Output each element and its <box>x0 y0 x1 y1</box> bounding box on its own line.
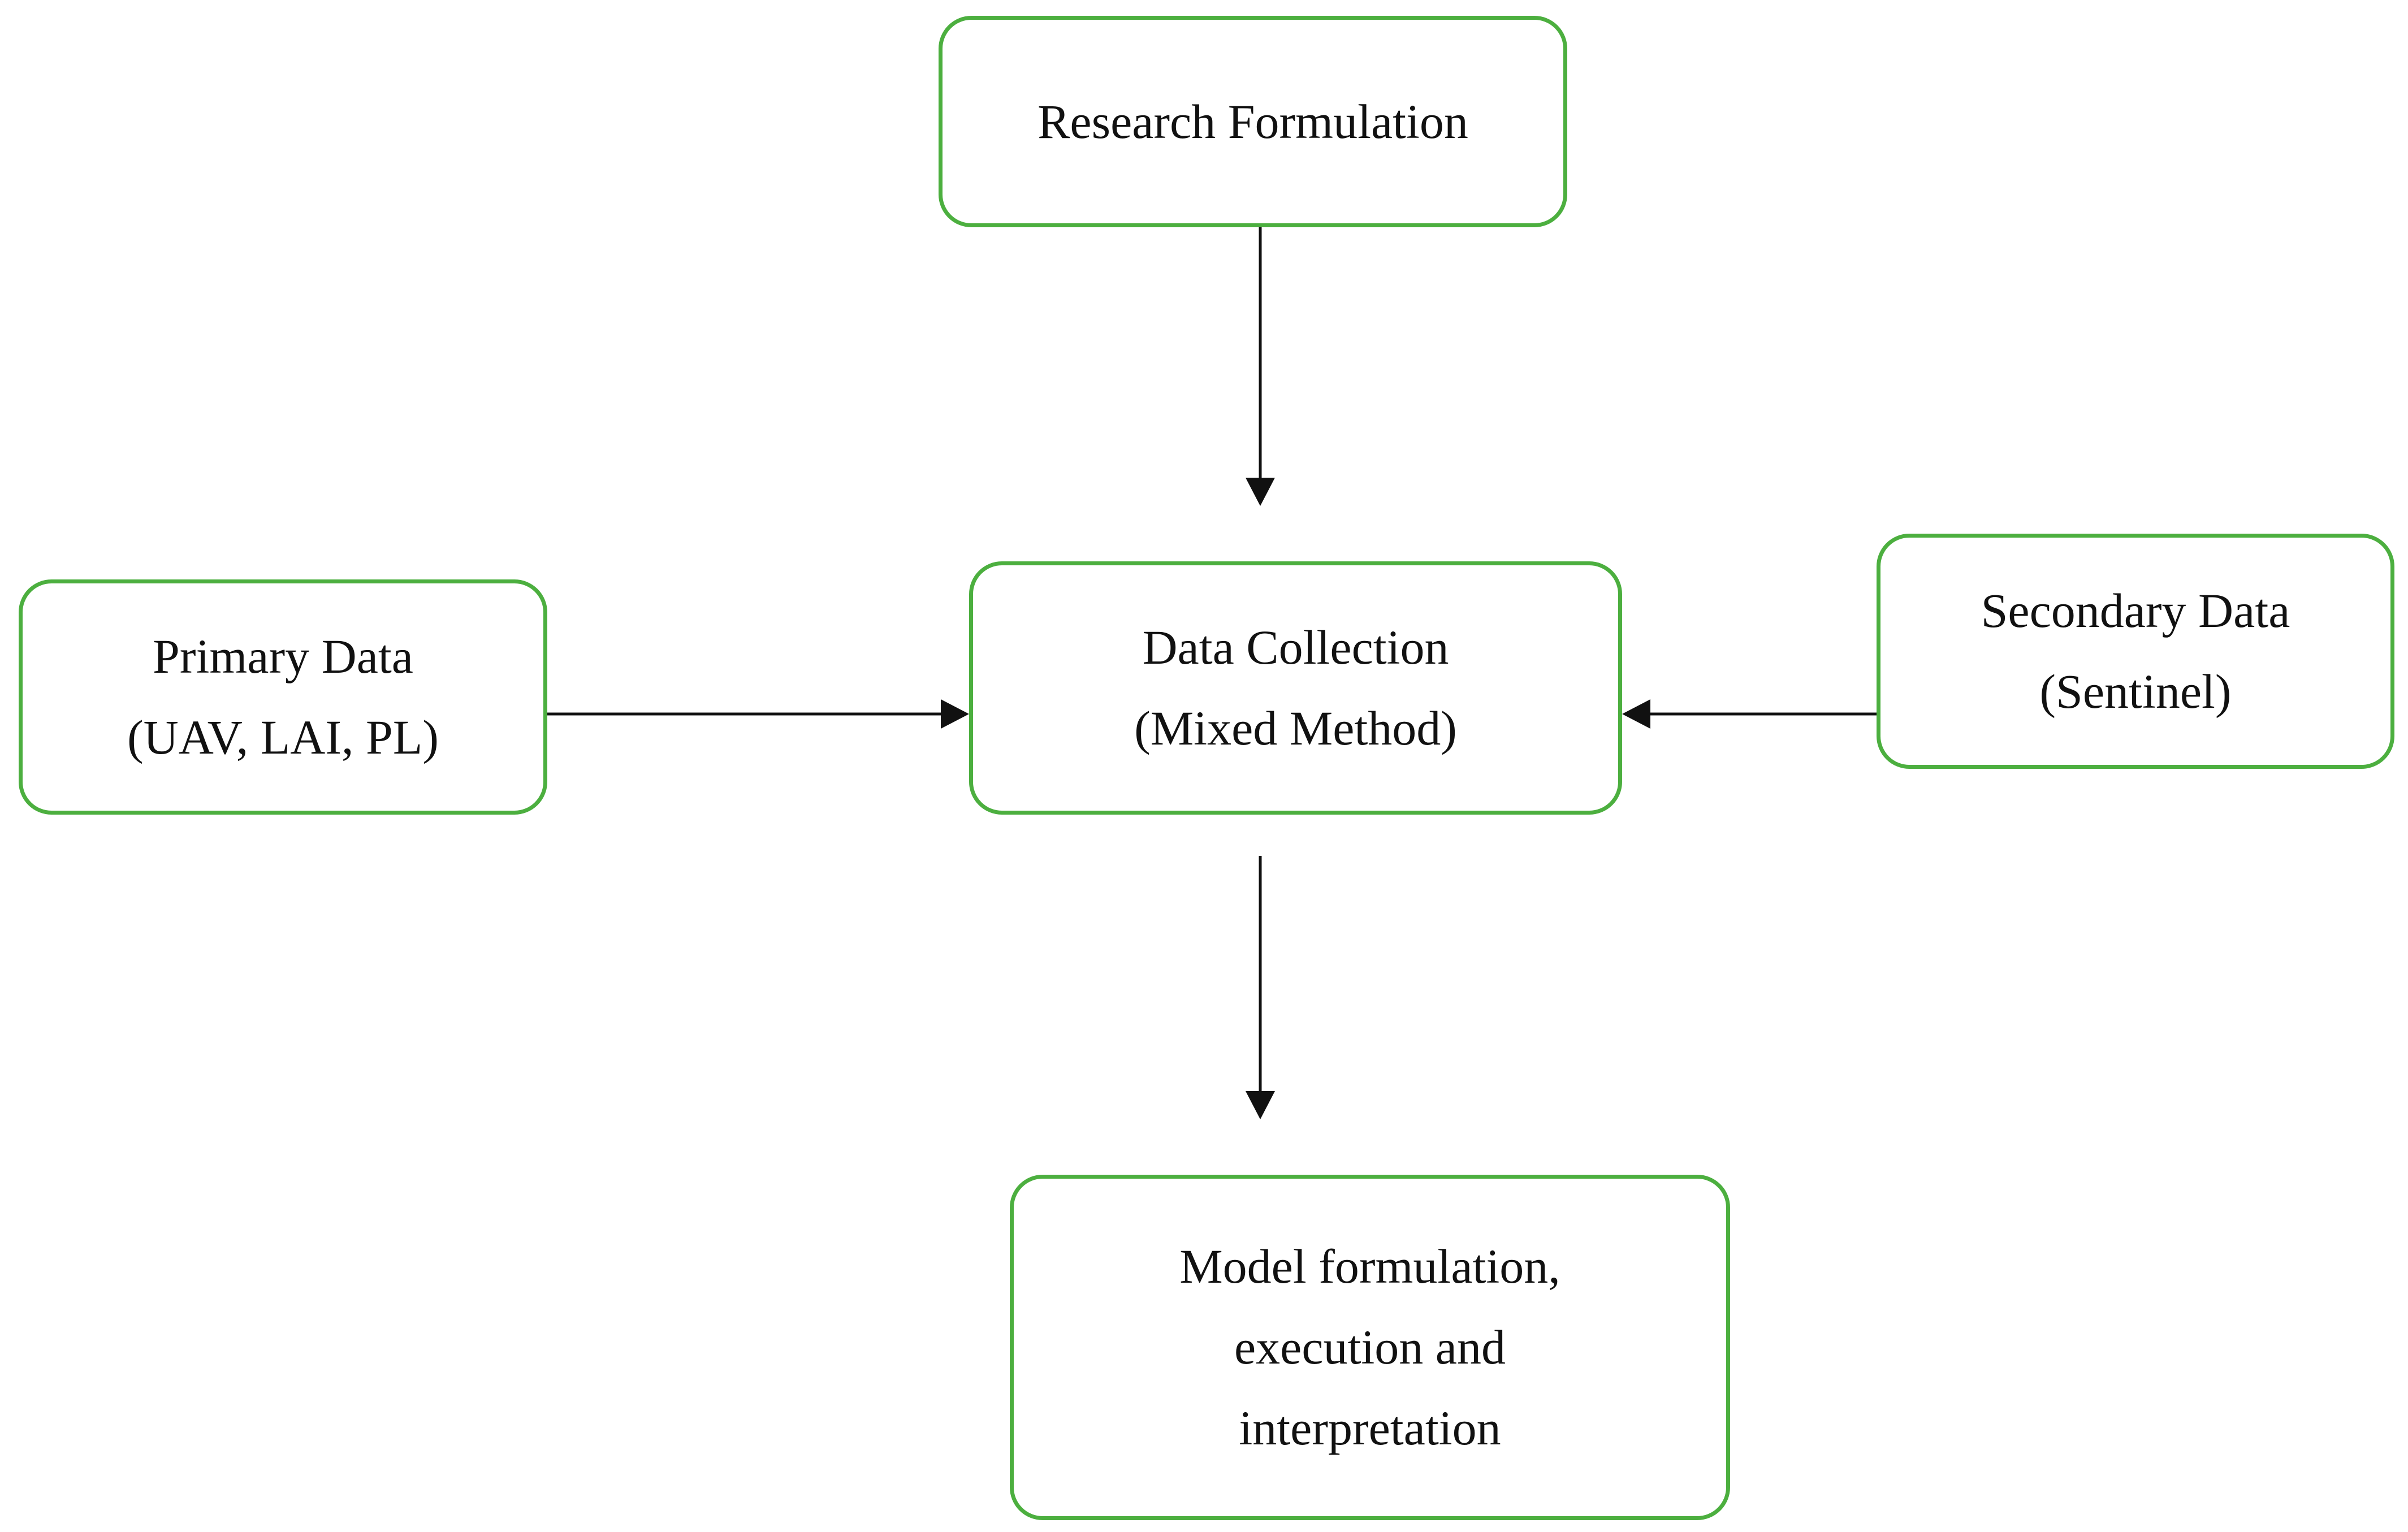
model-formulation-box: Model formulation, execution and interpr… <box>1010 1175 1730 1520</box>
data-collection-title: Data Collection <box>1142 620 1449 674</box>
model-formulation-line-3: interpretation <box>1239 1401 1501 1455</box>
primary-data-title: Primary Data <box>153 629 413 683</box>
arrow-collection-to-model <box>1246 856 1275 1119</box>
arrow-research-to-collection <box>1246 227 1275 506</box>
research-formulation-box: Research Formulation <box>939 16 1567 227</box>
arrow-secondary-to-collection <box>1622 699 1877 729</box>
research-formulation-label: Research Formulation <box>1037 94 1468 149</box>
arrow-primary-to-collection <box>547 699 969 729</box>
data-collection-box: Data Collection (Mixed Method) <box>969 561 1622 815</box>
model-formulation-line-1: Model formulation, <box>1179 1239 1560 1293</box>
secondary-data-box: Secondary Data (Sentinel) <box>1877 534 2394 769</box>
secondary-data-source: (Sentinel) <box>2039 664 2232 719</box>
data-collection-method: (Mixed Method) <box>1134 701 1457 755</box>
model-formulation-line-2: execution and <box>1234 1320 1506 1374</box>
primary-data-box: Primary Data (UAV, LAI, PL) <box>19 579 547 815</box>
primary-data-sources: (UAV, LAI, PL) <box>127 710 439 764</box>
secondary-data-title: Secondary Data <box>1981 583 2290 638</box>
